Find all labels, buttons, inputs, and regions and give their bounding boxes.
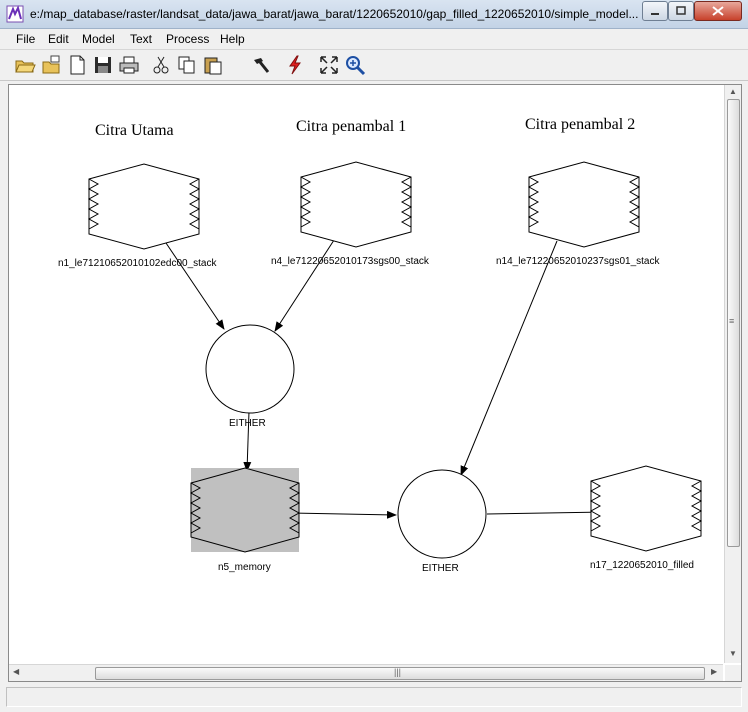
- window-title: e:/map_database/raster/landsat_data/jawa…: [30, 7, 639, 21]
- node-n14-raster[interactable]: [527, 161, 641, 248]
- horizontal-scroll-thumb[interactable]: |||: [95, 667, 705, 680]
- connection-n4-either1: [274, 236, 337, 332]
- menu-help[interactable]: Help: [220, 32, 245, 46]
- model-canvas[interactable]: Citra Utama Citra penambal 1 Citra penam…: [9, 85, 723, 663]
- model-canvas-frame: Citra Utama Citra penambal 1 Citra penam…: [8, 84, 742, 682]
- menu-edit[interactable]: Edit: [48, 32, 69, 46]
- heading-citra-penambal-1: Citra penambal 1: [296, 118, 407, 135]
- scroll-down-icon[interactable]: ▼: [729, 649, 737, 658]
- open-folder-icon[interactable]: [14, 54, 36, 76]
- connection-n1-either1: [165, 242, 225, 330]
- either-function-2[interactable]: [397, 469, 487, 559]
- label-n4: n4_le71220652010173sgs00_stack: [271, 256, 429, 267]
- scroll-corner: [725, 665, 741, 681]
- close-button[interactable]: [694, 1, 742, 21]
- run-lightning-icon[interactable]: [284, 54, 306, 76]
- label-n5: n5_memory: [218, 562, 271, 573]
- menu-text[interactable]: Text: [130, 32, 153, 46]
- label-either-1: EITHER: [229, 418, 266, 429]
- horizontal-scrollbar[interactable]: ◀ ||| ▶: [9, 664, 723, 681]
- vertical-scroll-thumb[interactable]: ≡: [727, 99, 740, 547]
- label-n17: n17_1220652010_filled: [590, 560, 694, 571]
- print-icon[interactable]: [118, 54, 140, 76]
- label-n1: n1_le71210652010102edc00_stack: [58, 258, 217, 269]
- node-n17-raster[interactable]: [589, 465, 703, 552]
- node-n5-raster[interactable]: [189, 467, 301, 553]
- connection-either1-n5: [243, 410, 252, 472]
- grip-icon: ≡: [729, 316, 735, 326]
- node-n4-raster[interactable]: [299, 161, 413, 248]
- open-model-icon[interactable]: [40, 54, 62, 76]
- status-field: [6, 687, 742, 707]
- scroll-right-icon[interactable]: ▶: [711, 667, 718, 676]
- toolbar: [0, 50, 748, 81]
- label-n14: n14_le71220652010237sgs01_stack: [496, 256, 660, 267]
- cut-icon[interactable]: [150, 54, 172, 76]
- vertical-scrollbar[interactable]: ▲ ≡ ▼: [724, 85, 741, 663]
- status-bar: [0, 684, 748, 712]
- menu-process[interactable]: Process: [166, 32, 210, 46]
- new-document-icon[interactable]: [66, 54, 88, 76]
- connection-n14-either2: [460, 240, 558, 476]
- scroll-left-icon[interactable]: ◀: [13, 667, 20, 676]
- label-either-2: EITHER: [422, 563, 459, 574]
- menu-bar: File Edit Model Text Process Help: [0, 29, 748, 50]
- either-function-1[interactable]: [205, 324, 295, 414]
- app-icon[interactable]: [6, 5, 24, 23]
- title-bar[interactable]: e:/map_database/raster/landsat_data/jawa…: [0, 0, 748, 29]
- heading-citra-penambal-2: Citra penambal 2: [525, 116, 636, 133]
- heading-citra-utama: Citra Utama: [95, 122, 174, 139]
- scroll-up-icon[interactable]: ▲: [729, 87, 737, 96]
- paste-icon[interactable]: [202, 54, 224, 76]
- copy-icon[interactable]: [176, 54, 198, 76]
- node-n1-raster[interactable]: [87, 163, 201, 250]
- connection-n5-either2: [290, 510, 397, 519]
- grip-icon: |||: [394, 667, 402, 677]
- minimize-button[interactable]: [642, 1, 668, 21]
- menu-model[interactable]: Model: [82, 32, 115, 46]
- connections: [165, 236, 607, 519]
- maximize-button[interactable]: [668, 1, 694, 21]
- hammer-icon[interactable]: [250, 54, 272, 76]
- save-icon[interactable]: [92, 54, 114, 76]
- connection-either2-n17: [486, 508, 607, 517]
- fit-to-window-icon[interactable]: [318, 54, 340, 76]
- zoom-icon[interactable]: [344, 54, 366, 76]
- menu-file[interactable]: File: [16, 32, 36, 46]
